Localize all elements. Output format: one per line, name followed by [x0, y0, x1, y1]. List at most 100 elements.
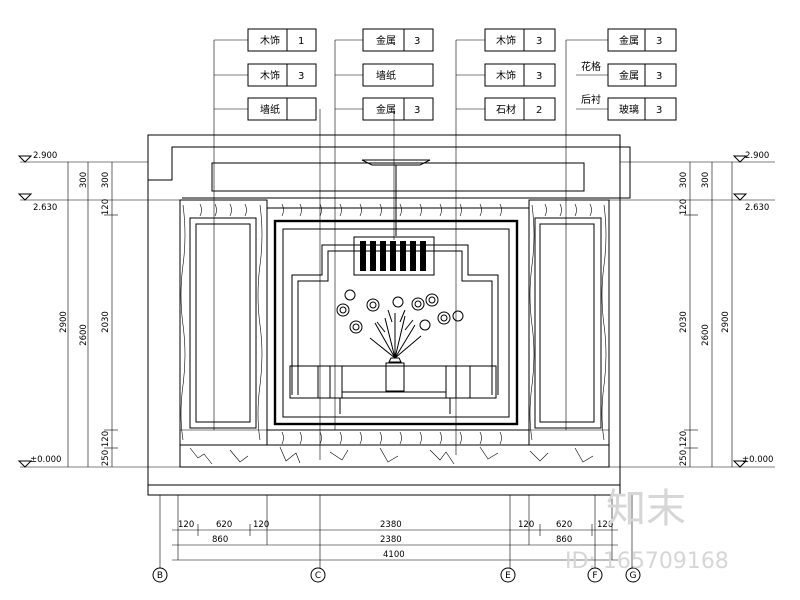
callout-side-label: 后衬: [581, 93, 601, 106]
dim-label: 120: [679, 199, 689, 215]
dim-label: 620: [556, 520, 572, 530]
axis-label: E: [505, 571, 511, 581]
left-lattice-screen: [195, 223, 251, 423]
callout-code: 3: [536, 71, 542, 82]
axis-bubble: [310, 567, 326, 583]
callout-box: [362, 28, 434, 52]
elevation-marker: [17, 460, 33, 468]
callout-material: 木饰: [496, 69, 516, 82]
bottom-dimensions: 120 620 120 2380 120 620 120 860 2380 86…: [152, 495, 641, 583]
elevation-marker: [17, 155, 33, 163]
callout-code: 3: [414, 36, 420, 47]
marble-base: [179, 444, 610, 468]
dim-label: 300: [79, 172, 89, 188]
callout-code: 3: [414, 105, 420, 116]
ceiling-light-trough: [211, 162, 585, 192]
dim-label: 2030: [679, 311, 689, 333]
callout-material: 金属: [619, 34, 639, 47]
axis-bubble: [500, 567, 516, 583]
callout-material: 玻璃: [619, 103, 639, 116]
marble-veining: [189, 446, 594, 465]
dim-label: 120: [101, 431, 111, 447]
dim-label: 120: [679, 431, 689, 447]
callout-material: 石材: [496, 103, 516, 116]
callout-code: 3: [536, 36, 542, 47]
callout-code: 3: [656, 105, 662, 116]
callout-code: 1: [298, 36, 304, 47]
callout-box: [247, 28, 317, 52]
axis-label: C: [315, 571, 321, 581]
watermark-logo: 知末: [606, 486, 686, 532]
callout-box: [607, 97, 677, 121]
callout-code: 3: [656, 36, 662, 47]
axis-label: G: [630, 571, 637, 581]
dim-label: 300: [701, 172, 711, 188]
right-lattice-screen: [539, 223, 595, 423]
callout-side-label: 花格: [581, 60, 601, 73]
elevation-label: 2.900: [745, 151, 769, 161]
callout-material: 墙纸: [376, 69, 396, 82]
axis-bubble: [625, 567, 641, 583]
dim-label: 2600: [701, 324, 711, 346]
dim-label: 2900: [59, 311, 69, 333]
right-wood-panel: [528, 199, 610, 446]
dim-label: 120: [101, 199, 111, 215]
dim-label: 120: [597, 520, 613, 530]
right-dimensions: 2.900 2.630 ±0.000 300 120 2030 120 250 …: [609, 151, 775, 468]
callout-box: [607, 28, 677, 52]
callout-box: [362, 63, 434, 87]
pendant-lamp: [361, 159, 431, 166]
dim-label: 860: [556, 535, 572, 545]
dim-label: 250: [679, 450, 689, 466]
callout-material: 金属: [376, 34, 396, 47]
watermark-id: ID: 165709168: [565, 549, 729, 574]
wood-grain-texture: [180, 203, 607, 445]
elevation-label: 2.630: [745, 203, 769, 213]
elevation-marker: [732, 193, 748, 201]
elevation-marker: [732, 155, 748, 163]
axis-label: F: [592, 571, 597, 581]
dim-label: 620: [216, 520, 232, 530]
elevation-marker: [732, 460, 748, 468]
callout-group-2: 金属 3 墙纸 金属 3: [362, 28, 434, 121]
window-grille: [353, 236, 435, 276]
left-dimensions: 2.900 2.630 ±0.000 2900 300 2600 300 120…: [17, 151, 180, 468]
watermark: 知末 ID: 165709168: [565, 486, 729, 574]
callout-group-4: 金属 3 金属 3 玻璃 3 花格 后衬: [581, 28, 677, 121]
callout-material: 木饰: [260, 34, 280, 47]
callout-leaders: [213, 39, 608, 460]
callout-box: [607, 63, 677, 87]
elevation-label: ±0.000: [742, 455, 773, 465]
elevation-label: 2.630: [33, 203, 57, 213]
dim-label: 2030: [101, 311, 111, 333]
callout-code: 2: [536, 105, 542, 116]
dim-label: 2600: [79, 324, 89, 346]
center-panel: [266, 207, 530, 431]
callout-box: [484, 28, 556, 52]
callout-code: 3: [298, 71, 304, 82]
dim-label: 860: [212, 535, 228, 545]
callout-material: 木饰: [260, 69, 280, 82]
dim-label: 2380: [380, 520, 402, 530]
callout-material: 金属: [619, 69, 639, 82]
dim-label: 2900: [721, 311, 731, 333]
callout-box: [247, 63, 317, 87]
decorative-discs: [336, 289, 464, 334]
dim-label: 300: [679, 172, 689, 188]
callout-group-1: 木饰 1 木饰 3 墙纸: [247, 28, 317, 121]
callout-box: [484, 63, 556, 87]
axis-bubble: [152, 567, 168, 583]
dim-label: 300: [101, 172, 111, 188]
dim-label: 4100: [383, 550, 405, 560]
elevation-label: ±0.000: [30, 455, 61, 465]
axis-label: B: [157, 571, 163, 581]
dim-label: 120: [518, 520, 534, 530]
callout-group-3: 木饰 3 木饰 3 石材 2: [484, 28, 556, 121]
callout-box: [247, 97, 317, 121]
callout-code: 3: [656, 71, 662, 82]
axis-bubble: [587, 567, 603, 583]
callout-material: 墙纸: [260, 103, 280, 116]
callout-box: [362, 97, 434, 121]
callout-material: 木饰: [496, 34, 516, 47]
